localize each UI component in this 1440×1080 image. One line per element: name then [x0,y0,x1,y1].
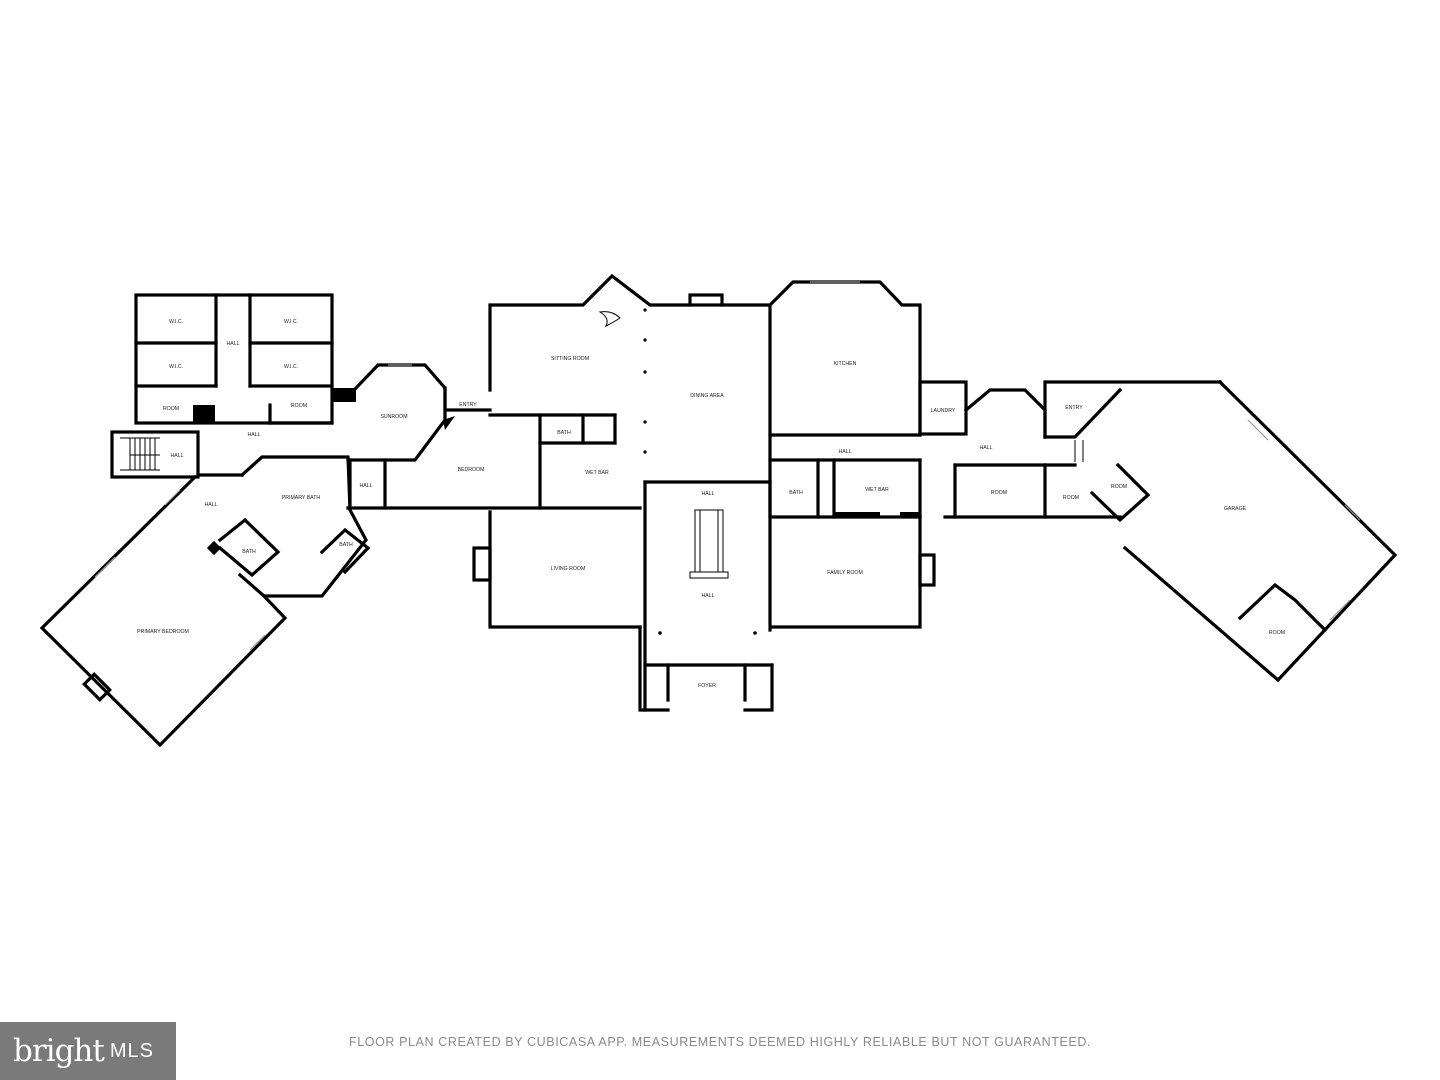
bath-wetbar-block [768,458,922,519]
room-label: ROOM [1063,495,1079,501]
closet-wing [110,293,356,479]
bright-mls-logo: bright MLS [0,1022,176,1080]
room-label: KITCHEN [834,361,857,367]
brand-name: bright [13,1033,105,1069]
room-label: ENTRY [459,402,477,408]
room-label: SUNROOM [380,414,407,420]
room-label: ROOM [1269,630,1285,636]
room-label: HALL [839,449,852,455]
room-label: PRIMARY BATH [282,495,321,501]
room-label: W.I.C. [169,319,183,325]
right-wing [943,379,1398,683]
primary-suite [39,455,371,748]
room-label: LIVING ROOM [551,566,586,572]
room-label: HALL [702,593,715,599]
room-label: ROOM [163,406,179,412]
room-label: SITTING ROOM [551,356,589,362]
brand-suffix: MLS [109,1039,154,1062]
room-label: W.I.C. [169,364,183,370]
disclaimer-text: FLOOR PLAN CREATED BY CUBICASA APP. MEAS… [348,1035,1092,1049]
room-label: FOYER [698,683,716,689]
room-label: WET BAR [865,487,889,493]
room-label: W.I.C. [284,364,298,370]
room-label: BEDROOM [458,467,485,473]
room-label: BATH [339,542,353,548]
sunroom-block [346,363,492,462]
room-label: PRIMARY BEDROOM [137,629,189,635]
room-label: BATH [242,549,256,555]
kitchen-block [767,280,968,462]
room-label: HALL [248,432,261,438]
room-label: FAMILY ROOM [827,570,863,576]
room-label: HALL [980,445,993,451]
room-label: ENTRY [1065,405,1083,411]
front-rooms [472,480,936,712]
room-labels: W.I.C. W.I.C. W.I.C. W.I.C. HALL ROOM RO… [137,319,1285,689]
room-label: GARAGE [1224,506,1247,512]
room-label: HALL [171,453,184,459]
room-label: WET BAR [585,470,609,476]
room-label: ROOM [1111,484,1127,490]
room-label: DINING AREA [690,393,724,399]
room-label: LAUNDRY [931,408,956,414]
room-label: ROOM [291,403,307,409]
room-label: ROOM [991,490,1007,496]
room-label: HALL [227,341,240,347]
room-label: HALL [702,491,715,497]
room-label: BATH [789,490,803,496]
room-label: HALL [205,502,218,508]
room-label: W.I.C. [284,319,298,325]
room-label: BATH [557,430,571,436]
room-label: HALL [360,483,373,489]
